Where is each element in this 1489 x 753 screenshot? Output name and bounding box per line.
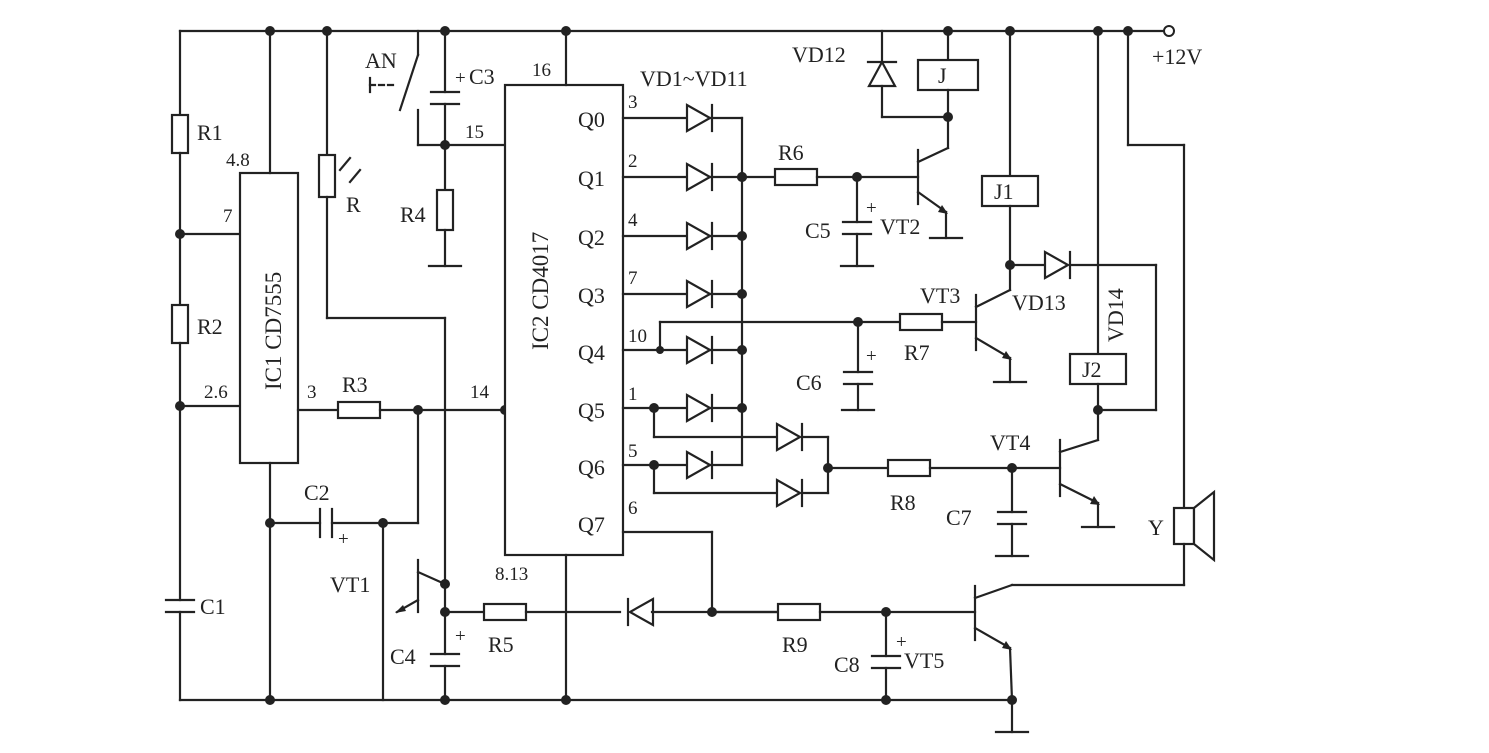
vd12-label: VD12: [792, 42, 846, 67]
relay-j2: [1068, 26, 1128, 442]
relay-j1: [980, 26, 1040, 270]
output-q4: Q4: [578, 340, 605, 365]
c6-capacitor: [840, 317, 876, 412]
diode-group-label: VD1~VD11: [640, 66, 748, 91]
ic2-pin-gnd: 8.13: [495, 564, 528, 585]
pin-q2: 4: [628, 210, 638, 231]
c8-plus: +: [896, 632, 907, 653]
c6-plus: +: [866, 346, 877, 367]
diode-matrix: [621, 103, 747, 480]
r6-resistor: [737, 167, 920, 187]
pin-q4: 10: [628, 326, 647, 347]
c8-capacitor: [870, 610, 902, 705]
ic2-label: IC2 CD4017: [528, 232, 553, 350]
q5-q6-or-diodes: [649, 403, 890, 508]
ic1-pin-3: 3: [307, 382, 317, 403]
vt2-label: VT2: [880, 214, 920, 239]
r4-label: R4: [400, 202, 426, 227]
speaker-y: [1123, 26, 1216, 587]
vt5-transistor: [973, 583, 1186, 705]
c5-plus: +: [866, 198, 877, 219]
r1-label: R1: [197, 120, 223, 145]
r5-resistor: [443, 602, 622, 622]
r7-resistor: [898, 312, 978, 332]
ic2-pin-16: 16: [532, 60, 551, 81]
output-q1: Q1: [578, 166, 605, 191]
relay-j1-label: J1: [994, 179, 1014, 204]
ic1-pin-top: 4.8: [226, 150, 250, 171]
switch-label: AN: [365, 48, 397, 73]
c8-label: C8: [834, 652, 860, 677]
r6-label: R6: [778, 140, 804, 165]
ic2-pin-15: 15: [465, 122, 484, 143]
pin-q1: 2: [628, 151, 638, 172]
c1-label: C1: [200, 594, 226, 619]
pin-q5: 1: [628, 384, 638, 405]
c3-plus: +: [455, 68, 466, 89]
vt3-transistor: [974, 263, 1028, 384]
output-q0: Q0: [578, 107, 605, 132]
ic1-pin-26: 2.6: [204, 382, 228, 403]
vt4-label: VT4: [990, 430, 1030, 455]
c4-plus: +: [455, 626, 466, 647]
output-q2: Q2: [578, 225, 605, 250]
r9-label: R9: [782, 632, 808, 657]
timing-network: [164, 29, 242, 702]
pin-q7: 6: [628, 498, 638, 519]
vd13-diode: [1008, 250, 1158, 412]
vt1-label: VT1: [330, 572, 370, 597]
c4-label: C4: [390, 644, 416, 669]
vd13-label: VD13: [1012, 290, 1066, 315]
speaker-label: Y: [1148, 515, 1164, 540]
r3-label: R3: [342, 372, 368, 397]
relay-j: [866, 26, 980, 119]
c7-capacitor: [994, 466, 1030, 558]
output-q5: Q5: [578, 398, 605, 423]
q7-line: [621, 530, 717, 617]
pin-q6: 5: [628, 441, 638, 462]
c5-capacitor: [839, 175, 875, 268]
output-q6: Q6: [578, 455, 605, 480]
photoresistor: [317, 26, 447, 614]
c2-plus: +: [338, 529, 349, 550]
r9-resistor: [710, 602, 977, 622]
c6-label: C6: [796, 370, 822, 395]
output-q7: Q7: [578, 512, 605, 537]
r2-label: R2: [197, 314, 223, 339]
ic1-pin-7: 7: [223, 206, 233, 227]
supply-rail: [178, 25, 1175, 37]
c4-capacitor: [429, 610, 461, 705]
supply-label: +12V: [1152, 44, 1202, 69]
vt4-transistor: [1058, 438, 1116, 529]
vt3-label: VT3: [920, 283, 960, 308]
r3-resistor: [296, 400, 510, 420]
pin-q0: 3: [628, 92, 638, 113]
output-q3: Q3: [578, 283, 605, 308]
ground-rail: [178, 698, 1030, 734]
ic1-chip: [238, 26, 300, 705]
r7-label: R7: [904, 340, 930, 365]
vt2-transistor: [916, 112, 964, 240]
ic2-pin-14: 14: [470, 382, 490, 403]
pin-q3: 7: [628, 268, 638, 289]
ic2-chip: [503, 26, 625, 705]
photoresistor-label: R: [346, 192, 361, 217]
r5-label: R5: [488, 632, 514, 657]
vt5-label: VT5: [904, 648, 944, 673]
ic1-label: IC1 CD7555: [261, 272, 286, 390]
c2-label: C2: [304, 480, 330, 505]
c3-label: C3: [469, 64, 495, 89]
vt1-transistor: [381, 521, 450, 702]
reset-network: [368, 26, 507, 268]
r8-label: R8: [890, 490, 916, 515]
r8-resistor: [886, 458, 1062, 478]
c5-label: C5: [805, 218, 831, 243]
c7-label: C7: [946, 505, 972, 530]
vd14-label: VD14: [1103, 288, 1128, 342]
relay-j2-label: J2: [1082, 357, 1102, 382]
c2-capacitor: [268, 408, 420, 539]
q7-diode: [626, 597, 655, 627]
relay-j-label: J: [938, 63, 947, 88]
